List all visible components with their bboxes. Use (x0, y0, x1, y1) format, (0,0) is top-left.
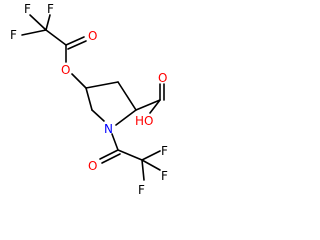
bond-acid-c-oh (149, 99, 161, 114)
atom-f1: F (24, 2, 31, 16)
bond-amide-cf3 (117, 149, 143, 161)
atom-f2: F (47, 2, 54, 16)
atom-n-ring: N (104, 122, 113, 136)
bond-c4-c3 (85, 81, 119, 89)
bond-ester-co-double-a (65, 36, 85, 46)
atom-oh: HO (135, 114, 153, 128)
bond-amide-co-double-b (101, 153, 121, 164)
bond-cf3-carbonyl (45, 29, 67, 46)
bond-c5-c4 (85, 87, 93, 111)
atom-o-ester-link: O (61, 63, 70, 77)
bond-cf3b-f5 (141, 159, 161, 171)
molecule-structure: F F F O O O HO N O F F F (10, 2, 168, 197)
bond-o-c4 (71, 73, 87, 89)
atom-o-amide: O (88, 159, 97, 173)
atom-f6: F (138, 183, 145, 197)
atom-o-acid-carbonyl: O (158, 71, 167, 85)
structure-canvas: F F F O O O HO N O F F F (10, 2, 168, 197)
bond-cf3-f3 (21, 29, 47, 36)
bond-ester-co-double-b (67, 40, 87, 50)
bond-c2-cooh (135, 99, 161, 111)
bond-amide-co-double-a (99, 149, 119, 160)
bond-n-amide-carbonyl (111, 133, 119, 151)
bond-cf3b-f4 (141, 150, 161, 161)
atom-f3: F (10, 28, 17, 42)
bond-cf3-f1 (29, 14, 47, 31)
bond-n-c5 (91, 109, 105, 122)
atom-f5: F (161, 169, 168, 183)
atom-f4: F (161, 144, 168, 158)
bond-cf3-f2 (45, 14, 51, 31)
bond-c3-c2 (117, 81, 137, 111)
bond-c2-n (115, 109, 137, 126)
atom-o-ester-carbonyl: O (88, 29, 97, 43)
bond-cf3b-f6 (141, 159, 145, 181)
